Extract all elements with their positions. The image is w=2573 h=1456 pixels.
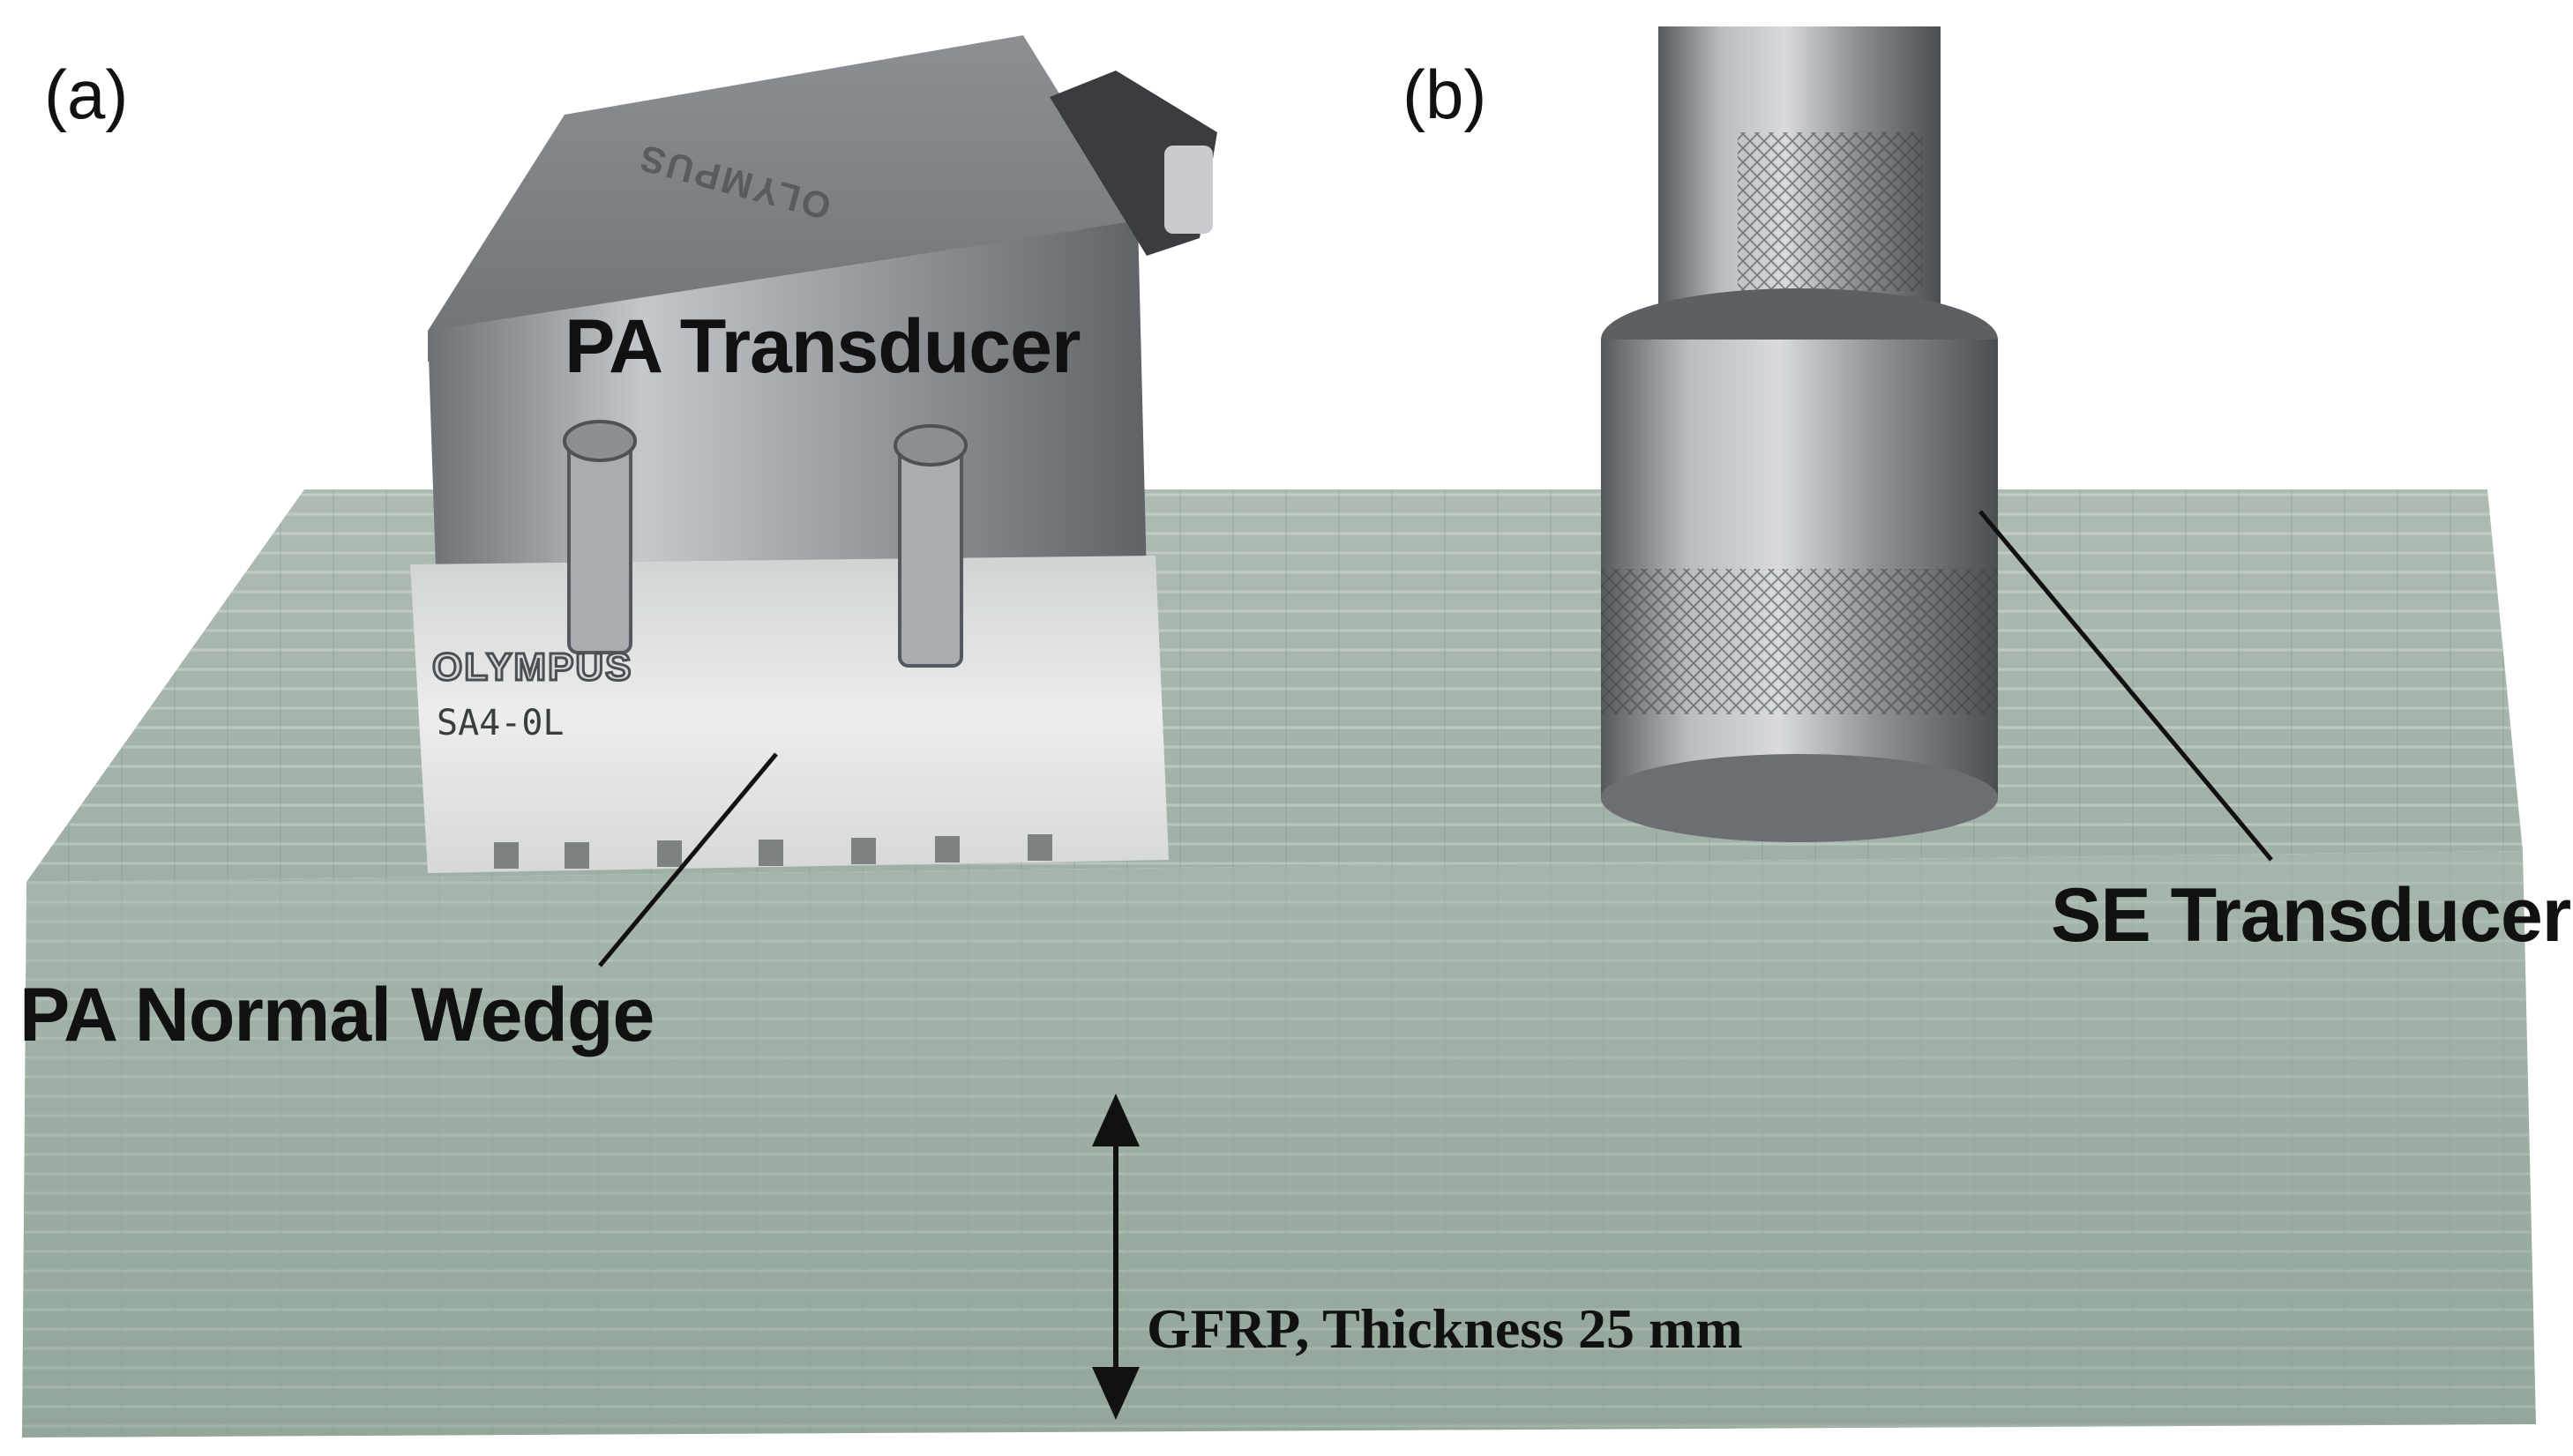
- wedge-brand-engraving: OLYMPUS: [431, 646, 633, 689]
- panel-label-a: (a): [44, 56, 129, 133]
- thickness-callout: GFRP, Thickness 25 mm: [1147, 1297, 1743, 1360]
- gfrp-plate-top-texture: [26, 489, 2523, 882]
- se-transducer-callout: SE Transducer: [2051, 873, 2571, 958]
- pa-transducer-callout: PA Transducer: [565, 304, 1081, 389]
- annotations: [598, 510, 2273, 1420]
- gfrp-plate-front-texture: [22, 851, 2536, 1437]
- se-leader-line: [1978, 510, 2273, 862]
- wedge-notches: [494, 834, 1052, 869]
- se-body-bottom: [1601, 754, 1998, 842]
- wedge-model-engraving: SA4-0L: [437, 703, 565, 743]
- pa-transducer-clip-tab: [1164, 146, 1213, 234]
- thickness-arrow-head-up: [1092, 1094, 1140, 1146]
- pa-transducer-assembly: [410, 35, 1217, 873]
- se-connector-knurl: [1738, 132, 1923, 291]
- pa-normal-wedge-callout: PA Normal Wedge: [19, 973, 654, 1057]
- se-knurled-ring: [1601, 569, 1998, 714]
- se-transducer-assembly: [1601, 26, 1998, 842]
- thickness-arrow-head-down: [1092, 1367, 1140, 1420]
- wedge-leader-line: [598, 752, 778, 967]
- wedge-screws: [563, 420, 968, 668]
- gfrp-plate: [22, 489, 2536, 1437]
- panel-label-b: (b): [1402, 56, 1487, 133]
